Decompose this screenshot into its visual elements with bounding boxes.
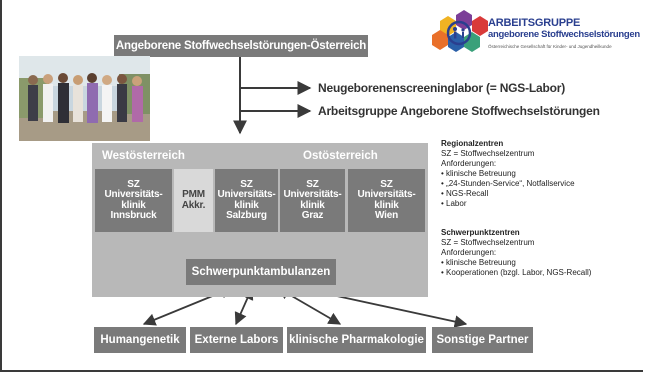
center-line: klinik	[374, 199, 399, 211]
list-item: NGS-Recall	[441, 189, 575, 199]
regional-definition: SZ = Stoffwechselzentrum	[441, 149, 535, 158]
center-line: SZ	[380, 178, 393, 190]
center-line: SZ	[127, 178, 140, 190]
center-line: Akkr.	[181, 199, 206, 211]
regional-heading: Regionalzentren	[441, 139, 504, 148]
regional-requirements: Anforderungen:	[441, 159, 497, 168]
ngs-lab-label: Neugeborenenscreeninglabor (= NGS-Labor)	[318, 81, 566, 95]
logo-line3: Österreichische Gesellschaft für Kinder-…	[488, 44, 612, 49]
center-line: klinik	[234, 199, 259, 211]
center-innsbruck: SZ Universitäts- klinik Innsbruck	[95, 169, 172, 232]
center-graz: SZ Universitäts- klinik Graz	[280, 169, 345, 232]
partner-humangenetik: Humangenetik	[94, 327, 186, 353]
list-item: klinische Betreuung	[441, 169, 575, 179]
logo-line2: angeborene Stoffwechselstörungen	[488, 29, 640, 40]
partner-external-labs: Externe Labors	[190, 327, 283, 353]
center-line: SZ	[240, 178, 253, 190]
logo-line1: ARBEITSGRUPPE	[488, 17, 581, 29]
regional-centers-info: Regionalzentren SZ = Stoffwechselzentrum…	[441, 139, 575, 209]
group-photo	[19, 56, 150, 141]
west-region-label: Westösterreich	[102, 150, 185, 162]
center-line: SZ	[306, 178, 319, 190]
center-line: Salzburg	[226, 210, 267, 221]
focus-heading: Schwerpunktzentren	[441, 228, 520, 237]
center-pmm: PMM Akkr.	[174, 169, 213, 232]
hub-box: Schwerpunktambulanzen	[186, 259, 336, 285]
center-salzburg: SZ Universitäts- klinik Salzburg	[215, 169, 278, 232]
center-line: Wien	[374, 210, 398, 221]
center-line: Innsbruck	[110, 210, 157, 221]
center-wien: SZ Universitäts- klinik Wien	[348, 169, 425, 232]
title-box: Angeborene Stoffwechselstörungen-Österre…	[114, 35, 368, 57]
focus-centers-info: Schwerpunktzentren SZ = Stoffwechselzent…	[441, 228, 591, 278]
center-line: Graz	[301, 210, 324, 221]
focus-list: klinische Betreuung Kooperationen (bzgl.…	[441, 258, 591, 278]
focus-definition: SZ = Stoffwechselzentrum	[441, 238, 535, 247]
partner-other: Sonstige Partner	[432, 327, 533, 353]
center-line: klinik	[121, 199, 146, 211]
working-group-label: Arbeitsgruppe Angeborene Stoffwechselstö…	[318, 104, 600, 118]
center-line: PMM	[182, 189, 205, 200]
center-line: Universitäts-	[217, 189, 276, 200]
partner-clinical-pharmacology: klinische Pharmakologie	[287, 327, 426, 353]
focus-requirements: Anforderungen:	[441, 248, 497, 257]
center-line: klinik	[300, 199, 325, 211]
list-item: „24-Stunden-Service“, Notfallservice	[441, 179, 575, 189]
list-item: Labor	[441, 199, 575, 209]
list-item: Kooperationen (bzgl. Labor, NGS-Recall)	[441, 268, 591, 278]
center-line: Universitäts-	[283, 189, 342, 200]
center-line: Universitäts-	[357, 189, 416, 200]
center-line: Universitäts-	[104, 189, 163, 200]
working-group-logo: ARBEITSGRUPPE angeborene Stoffwechselstö…	[428, 7, 640, 61]
hexagon-logo-icon	[432, 10, 488, 52]
regional-list: klinische Betreuung „24-Stunden-Service“…	[441, 169, 575, 209]
list-item: klinische Betreuung	[441, 258, 591, 268]
east-region-label: Ostösterreich	[303, 150, 378, 162]
